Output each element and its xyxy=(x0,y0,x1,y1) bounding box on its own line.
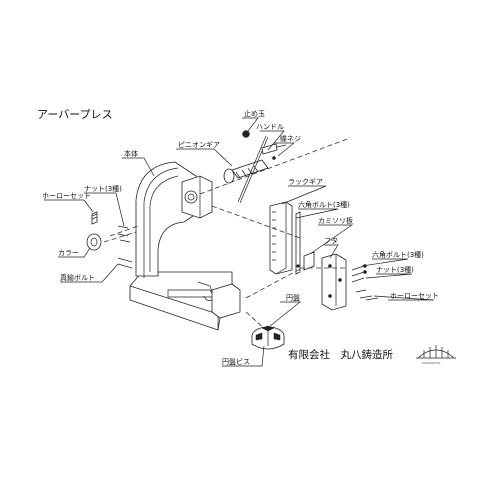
cover-plate xyxy=(321,253,347,311)
stop-ball-icon xyxy=(242,130,250,138)
label-set-screw-right: ホーローセット xyxy=(390,292,439,300)
right-bolts xyxy=(351,264,379,301)
label-disc: 円盤 xyxy=(286,293,300,302)
pinion-gear xyxy=(223,159,269,184)
collar-icon xyxy=(86,233,102,251)
label-rack-gear: ラックギア xyxy=(288,178,323,186)
label-hex-bolt-right: 六角ボルト(3種) xyxy=(372,250,424,259)
left-small-parts xyxy=(86,211,133,269)
label-razor-plate: カミソリ板 xyxy=(318,216,353,225)
label-nut-left: ナット(3種) xyxy=(84,185,122,193)
label-wing-screw: 蝶ネジ xyxy=(280,134,301,143)
label-body: 本体 xyxy=(124,149,138,158)
label-nut-right: ナット(3種) xyxy=(376,266,414,274)
rack-gear xyxy=(269,201,293,275)
label-stop-ball: 止め玉 xyxy=(244,109,265,118)
callout-labels: 止め玉 ハンドル 蝶ネジ ピニオンギア 本体 ナット(3種) ホーローセット カ… xyxy=(42,109,439,366)
press-body xyxy=(129,161,241,331)
label-handle: ハンドル xyxy=(256,123,284,131)
company-logo: MARUHACHI xyxy=(416,345,456,365)
handle-lever xyxy=(237,130,287,204)
label-collar: カラー xyxy=(58,249,79,257)
label-disc-screw: 円盤ビス xyxy=(222,357,250,366)
label-pinion-gear: ピニオンギア xyxy=(178,141,220,149)
label-cover: フタ xyxy=(324,236,338,245)
diagram-title: アーバープレス xyxy=(37,108,113,121)
label-brass-bolt: 真鍮ボルト xyxy=(60,273,95,282)
logo-text: MARUHACHI xyxy=(422,361,441,365)
label-set-screw-left: ホーローセット xyxy=(42,192,91,200)
nut-left-icon xyxy=(117,225,131,243)
razor-plate xyxy=(303,251,315,271)
company-name: 有限会社 丸八鋳造所 xyxy=(288,348,393,361)
brass-bolt-icon xyxy=(117,257,133,269)
assembly-lines xyxy=(103,137,351,331)
gib-plate xyxy=(295,211,301,275)
leader-lines xyxy=(44,117,435,367)
disc-part xyxy=(251,325,285,350)
label-hex-bolt-upper: 六角ボルト(3種) xyxy=(298,200,350,209)
